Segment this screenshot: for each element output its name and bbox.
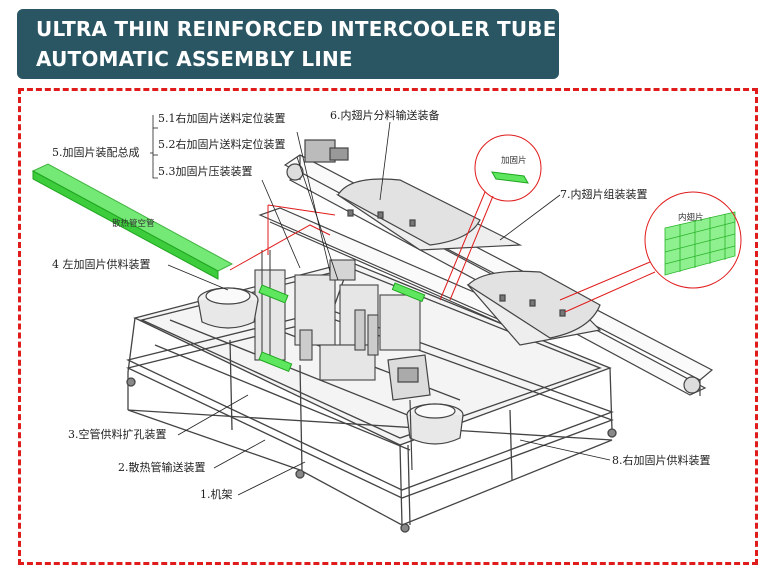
title-line-1: ULTRA THIN REINFORCED INTERCOOLER TUBE	[36, 17, 557, 41]
label-3: 3.空管供料扩孔装置	[68, 427, 167, 441]
green-highlights	[31, 163, 529, 373]
label-tube: 散热管空管	[112, 218, 155, 229]
label-7: 7.内翅片组装装置	[560, 187, 648, 201]
diagram-frame	[18, 88, 758, 565]
reinforce-callout-circle	[474, 134, 542, 202]
label-2: 2.散热管输送装置	[118, 460, 206, 474]
center-mechanism	[254, 250, 421, 381]
fin-detail-cluster	[664, 211, 736, 276]
title-line-2: AUTOMATIC ASSEMBLY LINE	[36, 47, 353, 71]
label-reinforce: 加固片	[501, 155, 527, 166]
label-4: 4 左加固片供料装置	[52, 257, 151, 271]
callout-lines	[229, 134, 742, 313]
leader-lines	[150, 115, 611, 496]
fin-covers	[335, 178, 602, 346]
control-panel	[387, 354, 431, 471]
label-1: 1.机架	[200, 487, 233, 501]
label-8: 8.右加固片供料装置	[612, 453, 711, 467]
fin-callout-circle	[644, 191, 742, 289]
right-feeder-bowl	[406, 403, 464, 445]
label-5-2: 5.2右加固片送料定位装置	[158, 137, 286, 151]
label-fin: 内翅片	[678, 212, 704, 223]
title-banner: ULTRA THIN REINFORCED INTERCOOLER TUBE A…	[17, 9, 559, 79]
label-5-3: 5.3加固片压装装置	[158, 165, 253, 178]
label-5: 5.加固片装配总成	[52, 145, 140, 159]
left-feeder-bowl	[197, 287, 259, 329]
label-5-1: 5.1右加固片送料定位装置	[158, 111, 286, 125]
label-6: 6.内翅片分料输送装备	[330, 108, 440, 122]
